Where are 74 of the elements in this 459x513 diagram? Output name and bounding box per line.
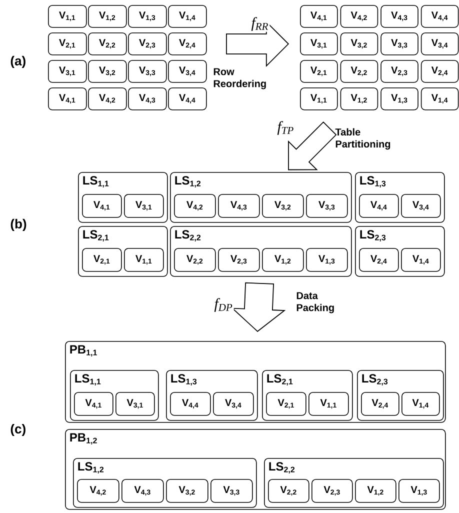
cell-box: V$_{2,4}$ bbox=[359, 248, 399, 272]
cell-box: V$_{3,1}$ bbox=[124, 194, 164, 218]
cell-box: V$_{4,1}$ bbox=[74, 392, 114, 416]
cell-box: V$_{2,4}$ bbox=[420, 60, 459, 83]
cell-box: V$_{3,1}$ bbox=[300, 32, 338, 56]
cell-box: V$_{4,3}$ bbox=[218, 194, 260, 218]
cell-box: V$_{4,2}$ bbox=[77, 479, 120, 503]
cell-box: V$_{1,2}$ bbox=[340, 88, 378, 110]
cell-box: V$_{2,2}$ bbox=[174, 248, 216, 272]
edge-label: f$_{RR}$ bbox=[250, 16, 270, 32]
cell-box: V$_{2,1}$ bbox=[48, 32, 87, 56]
cell-box: V$_{1,4}$ bbox=[420, 88, 459, 110]
cell-box: V$_{3,1}$ bbox=[48, 60, 87, 83]
edge-label: f$_{DP}$ bbox=[213, 297, 234, 313]
cell-box: V$_{4,1}$ bbox=[300, 5, 338, 28]
step-label: Table Partitioning bbox=[335, 128, 390, 150]
cell-box: V$_{3,2}$ bbox=[262, 194, 304, 218]
cell-box: V$_{1,2}$ bbox=[355, 479, 396, 503]
cell-box: V$_{1,4}$ bbox=[168, 5, 207, 28]
cell-box: V$_{3,4}$ bbox=[401, 194, 441, 218]
cell-box: V$_{3,1}$ bbox=[116, 392, 155, 416]
cell-box: V$_{4,1}$ bbox=[82, 194, 122, 218]
panel-label: (a) bbox=[10, 56, 26, 68]
cell-box: V$_{2,4}$ bbox=[168, 32, 207, 56]
cell-box: V$_{4,1}$ bbox=[48, 88, 87, 110]
cell-box: V$_{1,1}$ bbox=[308, 392, 349, 416]
cell-box: V$_{3,3}$ bbox=[380, 32, 418, 56]
cell-box: V$_{4,2}$ bbox=[174, 194, 216, 218]
step-label: Data Packing bbox=[296, 292, 334, 314]
cell-box: V$_{4,4}$ bbox=[420, 5, 459, 28]
cell-box: V$_{2,1}$ bbox=[266, 392, 306, 416]
cell-box: V$_{2,4}$ bbox=[361, 392, 400, 416]
cell-box: V$_{1,2}$ bbox=[262, 248, 304, 272]
cell-box: V$_{2,3}$ bbox=[380, 60, 418, 83]
cell-box: V$_{3,4}$ bbox=[213, 392, 254, 416]
cell-box: V$_{4,3}$ bbox=[380, 5, 418, 28]
cell-box: V$_{1,3}$ bbox=[128, 5, 167, 28]
panel-label: (b) bbox=[10, 218, 26, 232]
cell-box: V$_{3,4}$ bbox=[420, 32, 459, 56]
cell-box: V$_{3,2}$ bbox=[166, 479, 208, 503]
cell-box: V$_{3,3}$ bbox=[306, 194, 348, 218]
cell-box: V$_{1,4}$ bbox=[402, 392, 440, 416]
cell-box: V$_{2,3}$ bbox=[312, 479, 353, 503]
cell-box: V$_{4,4}$ bbox=[168, 88, 207, 110]
panel-label: (c) bbox=[10, 424, 26, 436]
cell-box: V$_{1,1}$ bbox=[300, 88, 338, 110]
cell-box: V$_{4,4}$ bbox=[359, 194, 399, 218]
cell-box: V$_{2,2}$ bbox=[88, 32, 127, 56]
cell-box: V$_{1,1}$ bbox=[48, 5, 87, 28]
cell-box: V$_{4,2}$ bbox=[340, 5, 378, 28]
edge-label: f$_{TP}$ bbox=[276, 120, 296, 136]
cell-box: V$_{2,1}$ bbox=[82, 248, 122, 272]
cell-box: V$_{2,2}$ bbox=[268, 479, 310, 503]
cell-box: V$_{2,3}$ bbox=[218, 248, 260, 272]
cell-box: V$_{3,4}$ bbox=[168, 60, 207, 83]
cell-box: V$_{1,3}$ bbox=[380, 88, 418, 110]
cell-box: V$_{3,3}$ bbox=[210, 479, 253, 503]
cell-box: V$_{1,1}$ bbox=[124, 248, 164, 272]
cell-box: V$_{3,3}$ bbox=[128, 60, 167, 83]
cell-box: V$_{2,1}$ bbox=[300, 60, 338, 83]
cell-box: V$_{3,2}$ bbox=[88, 60, 127, 83]
step-label: Row Reordering bbox=[214, 68, 266, 90]
cell-box: V$_{4,3}$ bbox=[128, 88, 167, 110]
cell-box: V$_{1,3}$ bbox=[306, 248, 348, 272]
cell-box: V$_{1,2}$ bbox=[88, 5, 127, 28]
cell-box: V$_{4,2}$ bbox=[88, 88, 127, 110]
cell-box: V$_{2,2}$ bbox=[340, 60, 378, 83]
block-arrow bbox=[231, 282, 286, 332]
cell-box: V$_{4,3}$ bbox=[122, 479, 164, 503]
cell-box: V$_{1,4}$ bbox=[401, 248, 441, 272]
cell-box: V$_{2,3}$ bbox=[128, 32, 167, 56]
cell-box: V$_{4,4}$ bbox=[170, 392, 211, 416]
cell-box: V$_{3,2}$ bbox=[340, 32, 378, 56]
cell-box: V$_{1,3}$ bbox=[398, 479, 440, 503]
